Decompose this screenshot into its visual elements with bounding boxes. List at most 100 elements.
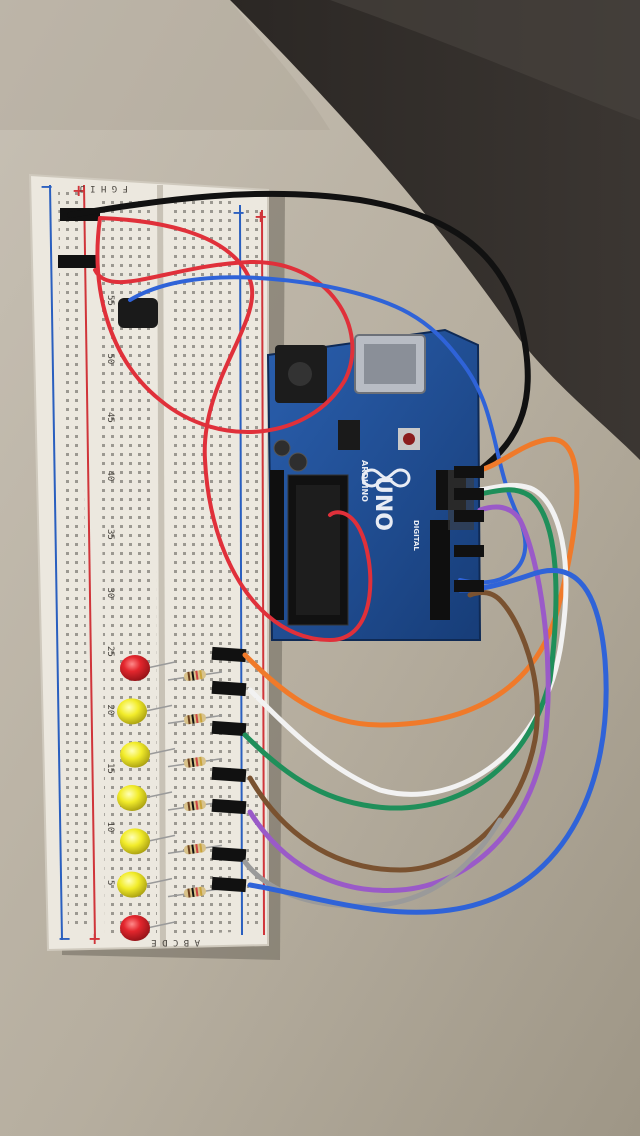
rail-sign-minus-bottom-left: − [58, 929, 71, 948]
resistor-band [191, 887, 195, 898]
resistor-band [191, 757, 195, 768]
resistor-band [187, 801, 191, 811]
row-number-15: 15 [105, 763, 115, 774]
resistor-band [191, 671, 195, 681]
breadboard-edge-label-bottom: A B C D E [151, 937, 200, 947]
arduino-wire-plugs [454, 466, 484, 592]
jumper-wires [67, 190, 609, 915]
resistor-5 [167, 843, 223, 855]
led-4-yellow [117, 785, 173, 811]
jumper-header-1 [211, 646, 247, 663]
resistor-band [199, 843, 203, 853]
resistor-band [187, 715, 191, 725]
jumper-header-3 [211, 720, 247, 737]
led-5-yellow [120, 828, 176, 855]
couch-backrest [230, 0, 640, 460]
resistor-3 [167, 756, 223, 768]
resistor-band [195, 887, 199, 897]
jumper-header-pins [58, 208, 247, 893]
led-1-red [120, 655, 176, 681]
plug-5 [454, 580, 484, 592]
resistor-band [199, 670, 203, 680]
arduino-atmega-chip [296, 485, 340, 615]
jumper-header-2 [211, 680, 247, 697]
rail-sign-plus-bottom-left: + [88, 929, 101, 948]
resistor-6 [167, 886, 223, 898]
resistor-band [195, 800, 199, 810]
arduino-capacitor-1 [288, 452, 308, 472]
resistor-band [199, 713, 203, 723]
resistor-band [191, 801, 195, 811]
led-bulb [120, 915, 150, 941]
led-bulb [117, 698, 147, 725]
plug-4 [454, 545, 484, 557]
jumper-header-4 [211, 766, 247, 783]
row-number-20: 20 [105, 705, 115, 716]
plug-3 [454, 510, 484, 522]
resistor-1 [167, 670, 223, 681]
led-lead [143, 877, 173, 886]
jumper-header-5 [211, 798, 247, 815]
terminal-holes-right [170, 198, 234, 935]
led-7-red [120, 915, 176, 941]
resistor-band [187, 845, 191, 855]
arduino-regulator [338, 420, 360, 450]
plug-1 [454, 466, 484, 478]
led-3-yellow [120, 741, 176, 768]
row-number-50: 50 [105, 354, 115, 365]
row-number-5: 5 [105, 880, 115, 885]
wire-red-long [98, 216, 373, 643]
arduino-power-header [270, 470, 284, 620]
row-number-10: 10 [105, 822, 115, 833]
led-resistor-array [117, 655, 223, 941]
rail-line-red-left [83, 184, 96, 941]
row-number-45: 45 [105, 412, 115, 423]
arduino-usb-port-inner [364, 344, 416, 384]
row-number-25: 25 [105, 646, 115, 657]
row-number-30: 30 [105, 588, 115, 599]
led-lead [146, 661, 176, 669]
row-number-40: 40 [105, 471, 115, 482]
breadboard-edge-label-top: F G H I J [79, 183, 128, 193]
row-number-35: 35 [105, 529, 115, 540]
resistor-band [195, 843, 199, 854]
rail-line-blue-left [49, 184, 63, 941]
led-lead [143, 704, 173, 713]
rail-sign-minus-top-left: − [40, 177, 53, 196]
resistor-band [199, 756, 203, 766]
arduino-digital-header [430, 520, 450, 620]
led-bulb [120, 828, 150, 855]
rail-holes-left [58, 190, 90, 930]
led-bulb [117, 785, 147, 811]
jumper-header-top-2 [58, 255, 96, 268]
plug-2 [454, 488, 484, 500]
infinity-logo-icon [361, 468, 411, 488]
led-lead [146, 921, 176, 929]
rail-sign-plus-top-right: + [254, 207, 267, 226]
rail-holes-right [245, 210, 260, 930]
resistor-band [187, 888, 191, 898]
wire-purple [247, 504, 551, 893]
resistor-band [191, 714, 195, 724]
resistor-band [195, 713, 199, 724]
arduino-digital-label: DIGITAL [412, 520, 420, 551]
rail-sign-minus-top-right: − [232, 203, 245, 222]
arduino-reset-button-cap [403, 433, 415, 445]
resistor-2 [167, 713, 223, 725]
led-bulb [120, 741, 150, 768]
arduino-board: UNO ARDUINO DIGITAL [266, 328, 482, 641]
wire-blue-top [128, 275, 528, 585]
jumper-header-7 [211, 876, 247, 893]
couch-highlight [0, 0, 330, 130]
resistor-band [199, 886, 203, 896]
led-lead [146, 834, 176, 843]
rail-line-red-right [261, 209, 265, 936]
resistor-band [187, 758, 191, 768]
couch-cushion-edge [330, 0, 640, 120]
wire-red-loop [93, 216, 355, 435]
wire-orange [242, 436, 580, 728]
led-lead [143, 791, 173, 799]
